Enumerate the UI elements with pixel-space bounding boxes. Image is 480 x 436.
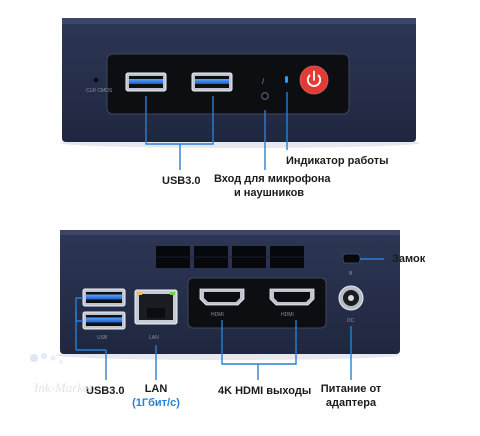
watermark-dots [30, 352, 64, 365]
label-usb-back: USB3.0 [86, 385, 125, 397]
watermark: Ink-Market [34, 380, 93, 395]
label-hdmi: 4K HDMI выходы [218, 385, 312, 397]
label-mic-headphone: Вход для микрофона и наушников [214, 172, 331, 200]
power-icon [306, 74, 322, 87]
power-led [285, 76, 288, 83]
dc-jack [338, 285, 364, 311]
lock-b-label: B [349, 271, 353, 277]
back-view: B USB LAN [56, 230, 400, 360]
dc-label: DC [347, 318, 355, 324]
lan-port [134, 289, 178, 325]
label-power-indicator: Индикатор работы [286, 155, 389, 167]
hdmi-port-1 [199, 288, 245, 306]
hdmi-port-2 [269, 288, 315, 306]
back-callouts [75, 258, 384, 380]
usb-port-label: USB [97, 335, 108, 341]
front-usb-port-2 [191, 72, 233, 92]
label-lan-title: LAN [144, 383, 168, 395]
lan-port-label: LAN [149, 335, 159, 341]
label-power-input: Питание от адаптера [318, 382, 384, 410]
clr-cmos-hole [93, 77, 99, 83]
svg-text:/: / [262, 79, 264, 86]
power-button [299, 65, 329, 95]
hdmi-1-label: HDMI [211, 312, 224, 318]
label-mic-line1: Вход для микрофона [214, 173, 331, 185]
hdmi-2-label: HDMI [281, 312, 294, 318]
back-usb-port-2 [82, 311, 126, 330]
front-view: CLR CMOS / [60, 18, 420, 148]
front-top-edge [62, 18, 416, 24]
back-usb-port-1 [82, 288, 126, 307]
audio-jack: / [261, 79, 269, 100]
label-usb-front: USB3.0 [162, 175, 201, 187]
label-lan: LAN (1Гбит/с) [130, 382, 182, 410]
label-power-line1: Питание от [320, 383, 382, 395]
label-power-line2: адаптера [325, 397, 377, 409]
label-lock: Замок [392, 253, 426, 265]
label-mic-line2: и наушников [233, 187, 305, 199]
front-usb-port-1 [125, 72, 167, 92]
front-callouts [145, 92, 288, 170]
kensington-lock [342, 253, 361, 264]
clr-cmos-label: CLR CMOS [86, 88, 113, 94]
label-lan-speed: (1Гбит/с) [132, 397, 180, 409]
